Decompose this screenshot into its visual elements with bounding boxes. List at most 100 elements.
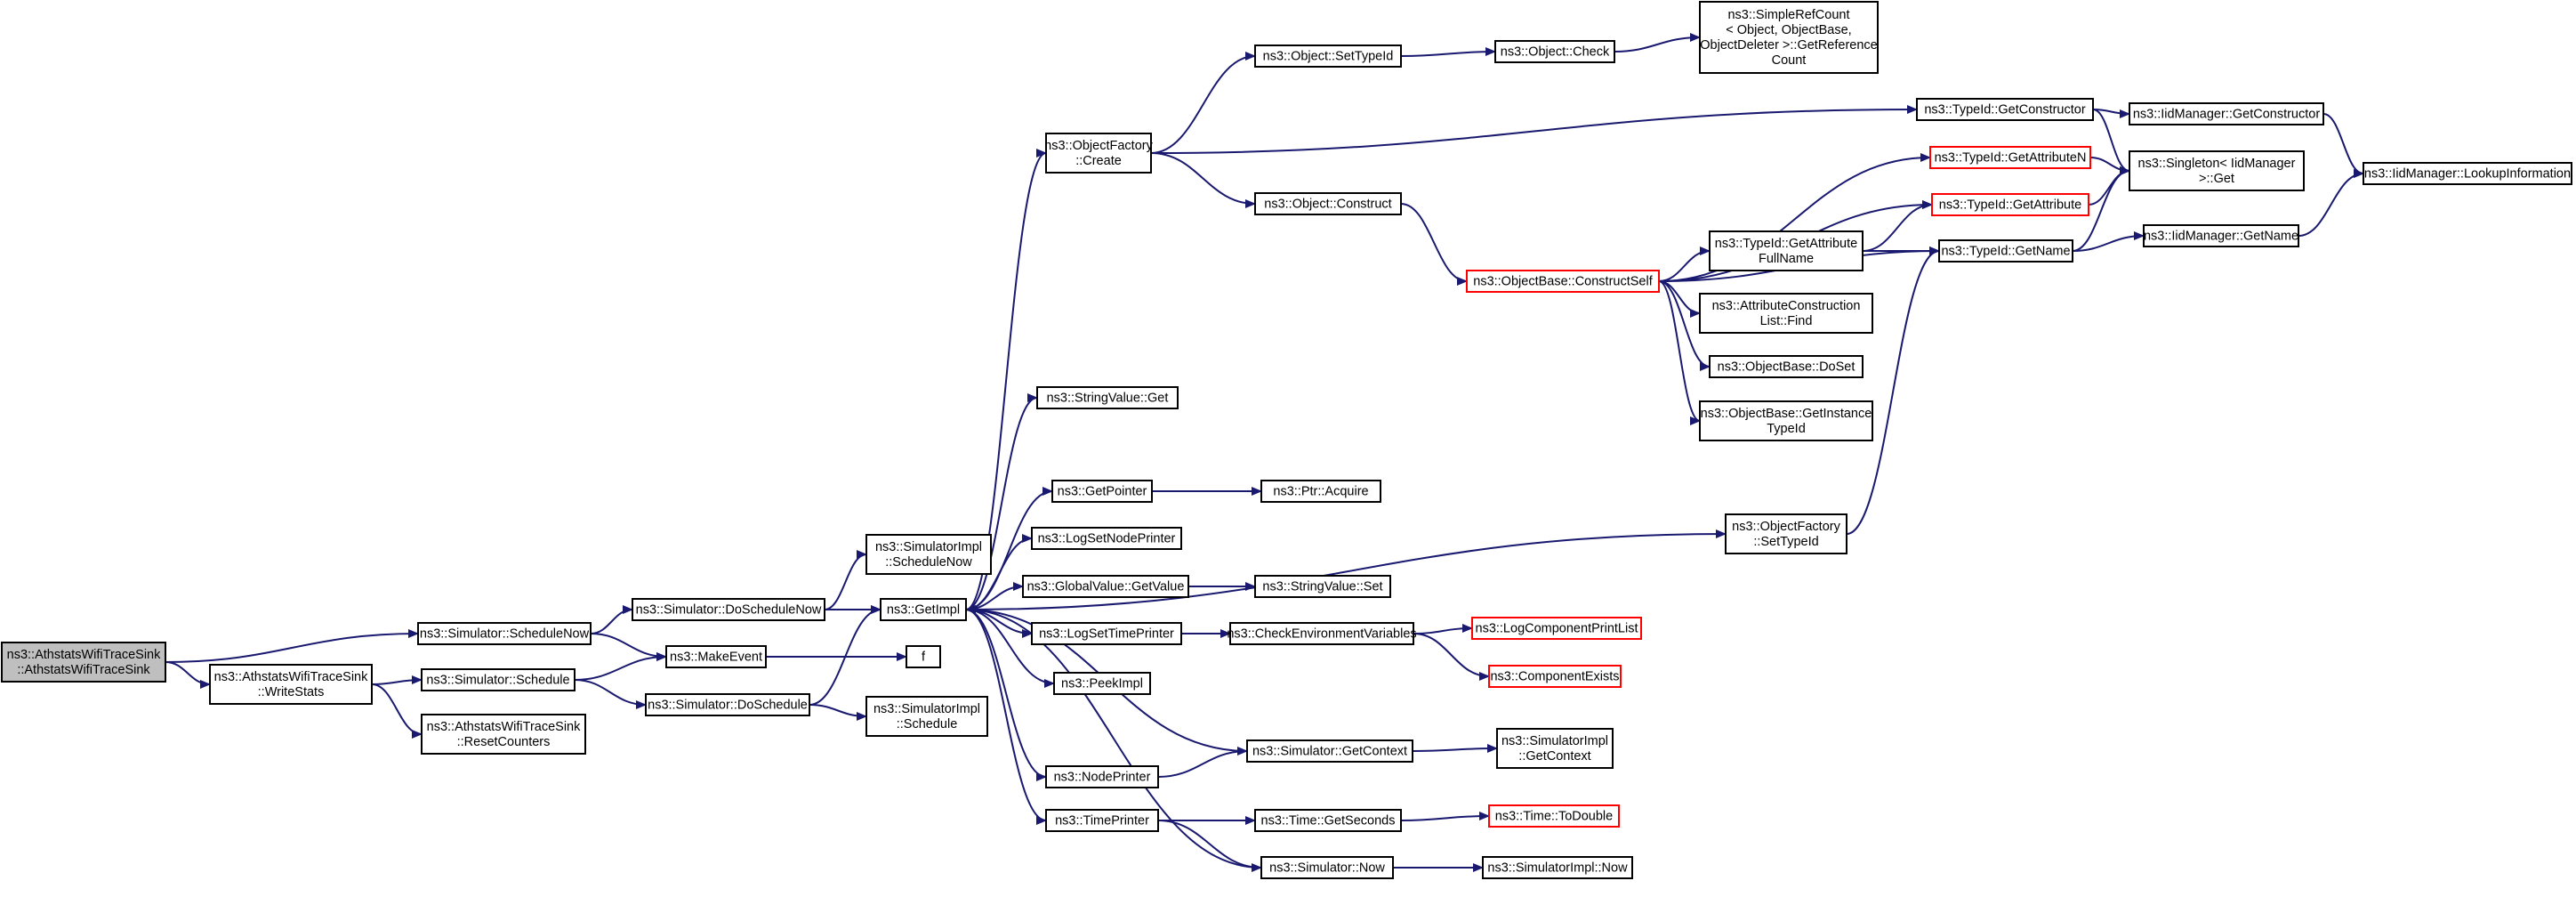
node-label-line: ns3::SimulatorImpl::Now bbox=[1487, 861, 1628, 876]
node-box bbox=[1938, 239, 2073, 263]
edge-schedule-to-doschedule bbox=[574, 679, 647, 709]
node-box bbox=[1709, 355, 1864, 378]
node-getcontext[interactable]: ns3::Simulator::GetContext bbox=[1246, 739, 1413, 763]
node-resetcounters[interactable]: ns3::AthstatsWifiTraceSink::ResetCounter… bbox=[421, 714, 586, 755]
node-simnow[interactable]: ns3::Simulator::Now bbox=[1260, 856, 1394, 879]
node-simpleref[interactable]: ns3::SimpleRefCount< Object, ObjectBase,… bbox=[1699, 1, 1879, 74]
node-getimpl[interactable]: ns3::GetImpl bbox=[880, 598, 967, 621]
node-implgetcontext[interactable]: ns3::SimulatorImpl::GetContext bbox=[1496, 728, 1614, 769]
node-box bbox=[1246, 739, 1413, 763]
node-getattribute[interactable]: ns3::TypeId::GetAttribute bbox=[1931, 193, 2089, 216]
node-label-line: ns3::TimePrinter bbox=[1055, 814, 1149, 828]
edge-writestats-to-resetcounters bbox=[371, 683, 423, 739]
edge-getseconds-to-todouble bbox=[1400, 812, 1490, 821]
node-box bbox=[417, 622, 592, 645]
node-gettypeidconstructor[interactable]: ns3::TypeId::GetConstructor bbox=[1916, 98, 2094, 121]
node-globalget[interactable]: ns3::GlobalValue::GetValue bbox=[1022, 575, 1189, 598]
node-lookupinfo[interactable]: ns3::IidManager::LookupInformation bbox=[2363, 162, 2572, 185]
node-box bbox=[1494, 40, 1615, 63]
edge-getimpl-to-globalget bbox=[965, 582, 1024, 610]
node-label-line: ns3::ObjectFactory bbox=[1044, 139, 1153, 153]
node-singleton[interactable]: ns3::Singleton< IidManager>::Get bbox=[2129, 150, 2305, 191]
node-ptracquire[interactable]: ns3::Ptr::Acquire bbox=[1260, 480, 1381, 503]
edge-iidgetname-to-lookupinfo bbox=[2298, 169, 2364, 237]
node-label-line: ns3::Singleton< IidManager bbox=[2138, 157, 2296, 171]
node-ofsettypeid[interactable]: ns3::ObjectFactory::SetTypeId bbox=[1725, 513, 1847, 554]
node-box bbox=[209, 664, 373, 705]
node-box bbox=[1254, 192, 1402, 215]
node-box bbox=[880, 598, 967, 621]
node-box bbox=[1466, 270, 1660, 293]
node-box bbox=[1471, 617, 1642, 640]
node-box bbox=[1045, 133, 1152, 174]
node-objsettypeid[interactable]: ns3::Object::SetTypeId bbox=[1254, 44, 1402, 68]
node-getpointer[interactable]: ns3::GetPointer bbox=[1051, 480, 1153, 503]
node-writestats[interactable]: ns3::AthstatsWifiTraceSink::WriteStats bbox=[209, 664, 373, 705]
node-label-line: ::ScheduleNow bbox=[885, 555, 972, 570]
node-logcomplist[interactable]: ns3::LogComponentPrintList bbox=[1471, 617, 1642, 640]
node-compexists[interactable]: ns3::ComponentExists bbox=[1488, 665, 1622, 688]
edge-checkenv-to-compexists bbox=[1413, 633, 1490, 681]
node-logsettime[interactable]: ns3::LogSetTimePrinter bbox=[1031, 622, 1182, 645]
node-ofcreate[interactable]: ns3::ObjectFactory::Create bbox=[1044, 133, 1154, 174]
node-label-line: ns3::Simulator::ScheduleNow bbox=[420, 627, 590, 642]
node-objconstruct[interactable]: ns3::Object::Construct bbox=[1254, 192, 1402, 215]
node-label-line: ns3::ObjectFactory bbox=[1732, 520, 1840, 534]
node-label-line: ns3::Object::Check bbox=[1501, 45, 1610, 60]
node-checkenv[interactable]: ns3::CheckEnvironmentVariables bbox=[1227, 622, 1417, 645]
node-label-line: ns3::MakeEvent bbox=[670, 651, 762, 665]
node-label-line: ::AthstatsWifiTraceSink bbox=[17, 663, 150, 677]
edge-doschedule-to-implschedule bbox=[809, 704, 867, 721]
node-makeevent[interactable]: ns3::MakeEvent bbox=[665, 645, 767, 668]
edge-timeprinter-to-simnow bbox=[1157, 820, 1262, 872]
node-label-line: ns3::SimulatorImpl bbox=[873, 702, 980, 716]
node-box bbox=[1229, 622, 1414, 645]
node-objcheck[interactable]: ns3::Object::Check bbox=[1494, 40, 1615, 63]
node-box bbox=[421, 714, 586, 755]
node-f[interactable]: f bbox=[906, 645, 941, 668]
node-label-line: ns3::LogSetNodePrinter bbox=[1038, 532, 1176, 546]
edge-schedulenow-to-doschedulenow bbox=[590, 605, 633, 634]
node-stringget[interactable]: ns3::StringValue::Get bbox=[1036, 386, 1179, 409]
edge-getimpl-to-peekimpl bbox=[965, 609, 1055, 688]
node-label-line: ::SetTypeId bbox=[1753, 535, 1818, 549]
node-timeprinter[interactable]: ns3::TimePrinter bbox=[1045, 809, 1159, 832]
node-label-line: ::GetContext bbox=[1518, 749, 1590, 764]
edge-iidgetconstructor-to-lookupinfo bbox=[2322, 113, 2364, 178]
node-implschedulenow[interactable]: ns3::SimulatorImpl::ScheduleNow bbox=[865, 534, 992, 575]
node-root[interactable]: ns3::AthstatsWifiTraceSink::AthstatsWifi… bbox=[1, 642, 166, 683]
node-constructself[interactable]: ns3::ObjectBase::ConstructSelf bbox=[1466, 270, 1660, 293]
node-peekimpl[interactable]: ns3::PeekImpl bbox=[1053, 672, 1151, 695]
node-schedulenow[interactable]: ns3::Simulator::ScheduleNow bbox=[417, 622, 592, 645]
node-doset[interactable]: ns3::ObjectBase::DoSet bbox=[1709, 355, 1864, 378]
node-stringset[interactable]: ns3::StringValue::Set bbox=[1254, 575, 1391, 598]
node-getseconds[interactable]: ns3::Time::GetSeconds bbox=[1254, 809, 1402, 832]
node-box bbox=[645, 693, 810, 716]
edge-checkenv-to-logcomplist bbox=[1413, 624, 1473, 634]
node-label-line: ns3::Time::ToDouble bbox=[1495, 810, 1613, 824]
node-implschedule[interactable]: ns3::SimulatorImpl::Schedule bbox=[865, 696, 988, 737]
node-nodeprinter[interactable]: ns3::NodePrinter bbox=[1045, 765, 1159, 788]
node-doschedule[interactable]: ns3::Simulator::DoSchedule bbox=[645, 693, 810, 716]
node-label-line: ::WriteStats bbox=[258, 685, 325, 699]
node-schedule[interactable]: ns3::Simulator::Schedule bbox=[421, 668, 576, 691]
node-doschedulenow[interactable]: ns3::Simulator::DoScheduleNow bbox=[632, 598, 825, 621]
node-box bbox=[1699, 1, 1879, 74]
node-todouble[interactable]: ns3::Time::ToDouble bbox=[1488, 804, 1620, 828]
node-label-line: ::Create bbox=[1075, 154, 1122, 168]
node-label-line: ns3::Simulator::Schedule bbox=[426, 674, 569, 688]
node-implnow[interactable]: ns3::SimulatorImpl::Now bbox=[1482, 856, 1633, 879]
node-iidgetname[interactable]: ns3::IidManager::GetName bbox=[2143, 224, 2299, 247]
node-logsetnode[interactable]: ns3::LogSetNodePrinter bbox=[1031, 527, 1182, 550]
node-label-line: ns3::SimulatorImpl bbox=[1501, 734, 1608, 748]
node-label-line: ns3::ObjectBase::DoSet bbox=[1718, 360, 1856, 375]
edge-constructself-to-getattributen bbox=[1658, 153, 1931, 282]
node-iidgetconstructor[interactable]: ns3::IidManager::GetConstructor bbox=[2129, 102, 2324, 125]
node-getname[interactable]: ns3::TypeId::GetName bbox=[1938, 239, 2073, 263]
node-label-line: ns3::AttributeConstruction bbox=[1712, 299, 1861, 313]
node-box bbox=[1699, 293, 1873, 334]
node-getattributen[interactable]: ns3::TypeId::GetAttributeN bbox=[1929, 146, 2091, 169]
